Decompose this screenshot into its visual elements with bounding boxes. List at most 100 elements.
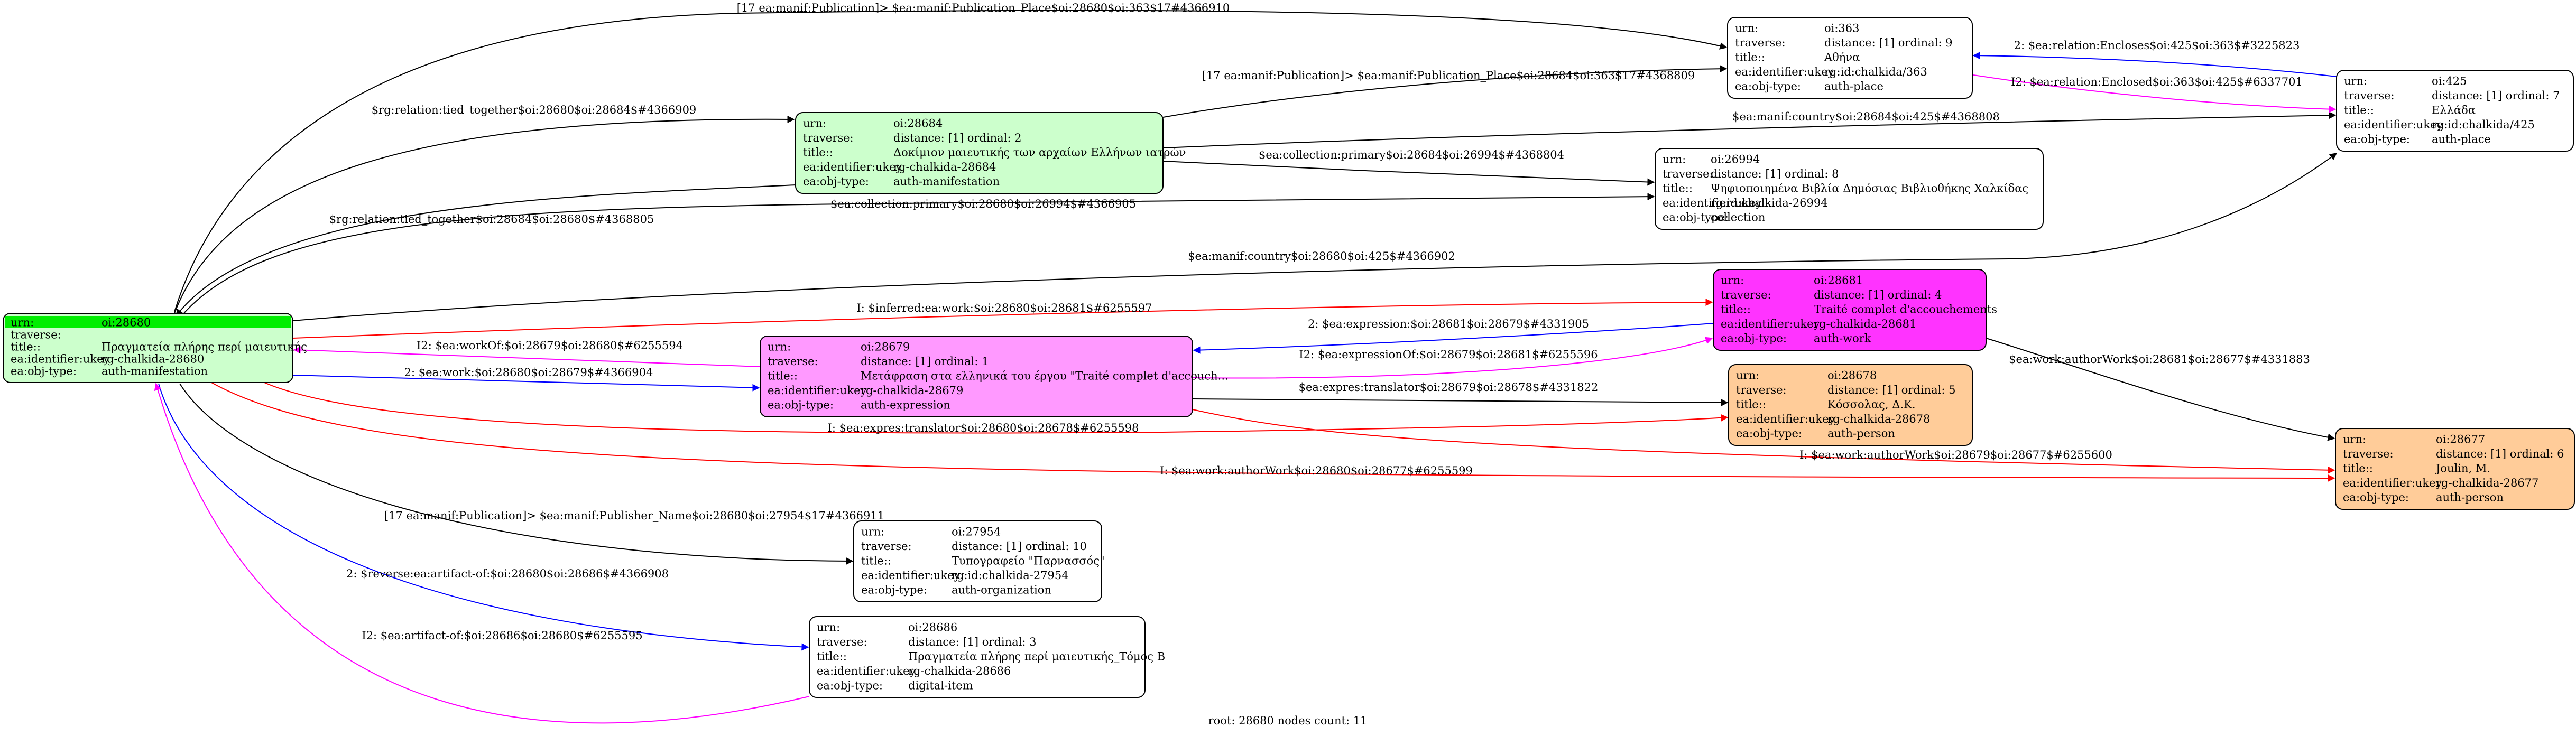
field-label: title::: [861, 555, 891, 567]
field-value: oi:28684: [893, 117, 943, 130]
field-label: traverse:: [1736, 384, 1787, 396]
field-value: rg:id:chalkida-26994: [1711, 197, 1828, 209]
edge-label: $ea:work:authorWork$oi:28681$oi:28677$#4…: [2009, 353, 2310, 366]
node-box: [1655, 148, 2044, 230]
edge-label: I: $ea:work:authorWork$oi:28679$oi:28677…: [1799, 449, 2112, 461]
field-value: collection: [1711, 211, 1765, 223]
edge-label: 2: $ea:relation:Encloses$oi:425$oi:363$#…: [2014, 39, 2300, 52]
field-label: ea:identifier:ukey: [861, 569, 961, 582]
edge-line: [1193, 323, 1714, 354]
field-label: ea:identifier:ukey: [1736, 413, 1835, 425]
field-value: distance: [1] ordinal: 1: [861, 355, 989, 368]
field-value: Μετάφραση στα ελληνικά του έργου "Traité…: [861, 370, 1229, 383]
field-value: distance: [1] ordinal: 8: [1711, 167, 1839, 180]
edge-line: [1973, 74, 2337, 113]
edge: [17 ea:manif:Publication]> $ea:manif:Pub…: [179, 383, 884, 565]
field-value: Πραγματεία πλήρης περί μαιευτικής: [101, 341, 307, 353]
field-label: ea:identifier:ukey: [1663, 197, 1762, 209]
field-value: Κόσσολας, Δ.Κ.: [1827, 398, 1915, 411]
field-value: oi:26994: [1711, 153, 1760, 166]
field-value: auth-place: [1824, 80, 1883, 92]
field-label: traverse:: [11, 329, 61, 341]
field-value: oi:28686: [908, 621, 957, 634]
field-value: Πραγματεία πλήρης περί μαιευτικής_Τόμος …: [908, 650, 1165, 663]
field-label: urn:: [1735, 22, 1758, 35]
edge-line: [174, 115, 795, 314]
field-label: title::: [1735, 51, 1765, 64]
field-label: ea:identifier:ukey: [2344, 118, 2443, 131]
node-box: [2336, 70, 2574, 152]
field-label: ea:identifier:ukey: [817, 665, 916, 677]
field-value: distance: [1] ordinal: 3: [908, 636, 1037, 648]
field-value: Δοκίμιον μαιευτικής των αρχαίων Ελλήνων …: [893, 146, 1186, 159]
field-label: title::: [2344, 104, 2374, 117]
edge: [17 ea:manif:Publication]> $ea:manif:Pub…: [1162, 65, 1728, 118]
field-label: urn:: [768, 341, 791, 353]
field-label: ea:obj-type:: [768, 398, 834, 411]
edge-label: $ea:manif:country$oi:28684$oi:425$#43688…: [1732, 110, 2000, 123]
edge-label: $ea:collection:primary$oi:28680$oi:26994…: [830, 198, 1136, 210]
edge: 2: $ea:relation:Encloses$oi:425$oi:363$#…: [1972, 39, 2337, 77]
field-value: auth-manifestation: [893, 175, 1000, 188]
edge-line: [292, 299, 1713, 339]
edge-label: I2: $ea:artifact-of:$oi:28686$oi:28680$#…: [362, 629, 642, 642]
edge-line: [182, 193, 1655, 315]
edge: $ea:manif:country$oi:28684$oi:425$#43688…: [1162, 110, 2337, 148]
field-label: traverse:: [768, 355, 818, 368]
edge-label: $ea:collection:primary$oi:28684$oi:26994…: [1259, 148, 1564, 161]
edge-label: [17 ea:manif:Publication]> $ea:manif:Pub…: [384, 509, 884, 522]
edge-label: 2: $ea:expression:$oi:28681$oi:28679$#43…: [1308, 318, 1589, 330]
field-label: urn:: [803, 117, 826, 130]
edge-label: [17 ea:manif:Publication]> $ea:manif:Pub…: [737, 2, 1230, 14]
field-label: ea:obj-type:: [803, 175, 869, 188]
field-value: auth-person: [1827, 427, 1895, 440]
field-value: rg-chalkida-28680: [101, 353, 204, 366]
field-value: Αθήνα: [1824, 51, 1860, 64]
field-value: rg-chalkida-28684: [893, 161, 996, 173]
field-value: Traité complet d'accouchements: [1814, 303, 1997, 316]
field-label: ea:identifier:ukey: [1735, 66, 1834, 78]
field-value: rg:id:chalkida/425: [2432, 118, 2535, 131]
edge-line: [1986, 338, 2335, 441]
field-label: ea:obj-type:: [1663, 211, 1729, 223]
edge-label: I2: $ea:expressionOf:$oi:28679$oi:28681$…: [1299, 348, 1598, 361]
node-box: [853, 520, 1102, 602]
edge: 2: $ea:expression:$oi:28681$oi:28679$#43…: [1193, 318, 1714, 354]
edge: I: $inferred:ea:work:$oi:28680$oi:28681$…: [292, 299, 1713, 339]
field-label: title::: [1736, 398, 1766, 411]
field-label: traverse:: [1735, 36, 1786, 49]
node-box: [1727, 17, 1973, 99]
field-label: ea:obj-type:: [11, 365, 77, 378]
edge-label: $rg:relation:tied_together$oi:28684$oi:2…: [329, 213, 654, 226]
edge-label: $rg:relation:tied_together$oi:28680$oi:2…: [372, 104, 697, 116]
edges-layer: [17 ea:manif:Publication]> $ea:manif:Pub…: [154, 2, 2338, 724]
field-value: digital-item: [908, 679, 973, 692]
field-label: traverse:: [1663, 167, 1713, 180]
edge-label: I: $inferred:ea:work:$oi:28680$oi:28681$…: [856, 302, 1152, 314]
field-label: traverse:: [2343, 448, 2394, 460]
field-value: rg-chalkida-28681: [1814, 318, 1916, 330]
field-value: distance: [1] ordinal: 4: [1814, 288, 1942, 301]
field-value: Joulin, M.: [2435, 462, 2490, 475]
field-label: urn:: [11, 316, 34, 329]
node-box: [809, 616, 1146, 698]
field-label: ea:obj-type:: [1721, 332, 1787, 344]
field-label: ea:obj-type:: [861, 583, 927, 596]
edge-line: [158, 383, 809, 651]
edge-line: [264, 382, 1729, 434]
edge-line: [292, 153, 2338, 321]
edge-line: [1192, 398, 1729, 406]
field-label: traverse:: [817, 636, 867, 648]
